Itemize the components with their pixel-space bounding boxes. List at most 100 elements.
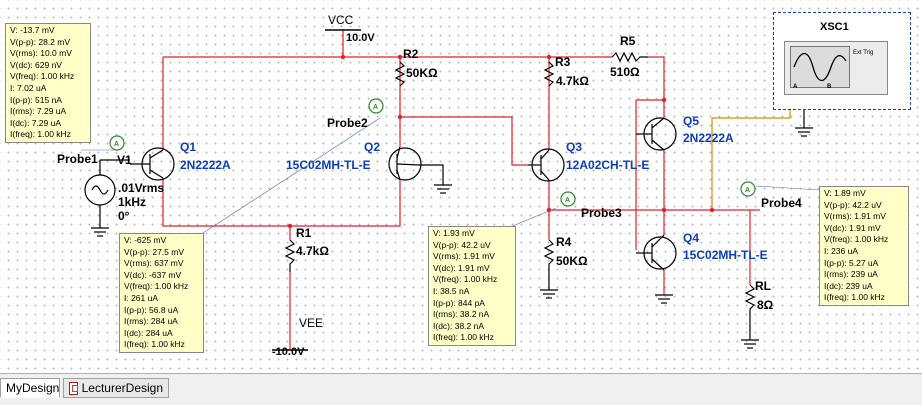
scope-title: XSC1 [820,21,849,33]
readout-line: I(dc): 7.29 uA [10,117,62,128]
readout-line: I(p-p): 844 pA [433,297,485,308]
q3-name: Q3 [566,140,583,154]
readout-line: I: 38.5 nA [433,285,470,296]
scope-body: Ext Trig A B [784,41,888,95]
oscilloscope-xsc1[interactable]: XSC1 Ext Trig A B [773,12,911,110]
probe3-icon [560,191,576,207]
r3-name: R3 [555,55,571,69]
r3-value: 4.7kΩ [556,74,589,88]
readout-line: V(p-p): 27.5 mV [124,246,184,257]
channel-b-label: B [827,84,832,90]
schematic-canvas[interactable]: A A A A VCC 10.0V VEE -10.0V R2 50KΩ R3 … [0,0,922,373]
r2-symbol [394,61,406,87]
channel-a-label: A [793,84,798,90]
r3-symbol [543,61,555,87]
readout-line: I(freq): 1.00 kHz [124,339,185,350]
readout-line: I(freq): 1.00 kHz [10,129,71,140]
readout-line: I(p-p): 515 nA [10,94,62,105]
readout-line: I: 261 uA [124,292,159,303]
readout-line: V(rms): 1.91 mV [824,211,886,222]
svg-text:A: A [565,197,570,204]
q2-model: 15C02MH-TL-E [286,158,371,172]
vee-value: -10.0V [272,346,305,358]
v1-amplitude: .01Vrms [118,181,165,195]
v1-phase: 0° [118,209,130,223]
readout-line: V(rms): 10.0 mV [10,48,72,59]
svg-text:A: A [373,104,378,111]
probe1-label: Probe1 [57,152,98,166]
readout-line: V(p-p): 42.2 uV [824,199,882,210]
v1-frequency: 1kHz [118,195,147,209]
tab-lecturerdesign[interactable]: LecturerDesign [63,378,169,398]
q5-name: Q5 [683,114,700,128]
tab-label: LecturerDesign [81,381,163,395]
readout-line: V(dc): 1.91 mV [824,222,881,233]
svg-text:A: A [114,141,119,148]
readout-line: I(dc): 38.2 nA [433,320,485,331]
readout-line: V: -625 mV [124,235,167,245]
q4-model: 15C02MH-TL-E [683,248,768,262]
readout-line: I(freq): 1.00 kHz [824,292,885,303]
r5-value: 510Ω [610,65,640,79]
readout-line: I(p-p): 5.27 uA [824,257,879,268]
readout-line: I(dc): 239 uA [824,280,873,291]
readout-line: V(rms): 637 mV [124,258,184,269]
probe3-label: Probe3 [581,206,622,220]
svg-text:A: A [745,187,750,194]
readout-line: I(rms): 38.2 nA [433,309,490,320]
r5-name: R5 [620,34,636,48]
readout-line: I(rms): 7.29 uA [10,106,67,117]
q3-model: 12A02CH-TL-E [566,158,650,172]
probe2-icon [368,98,384,114]
readout-line: I: 236 uA [824,245,859,256]
readout-line: I(rms): 239 uA [824,269,878,280]
sine-wave-icon [793,52,847,82]
probe1-readout[interactable]: V: -13.7 mV V(p-p): 28.2 mV V(rms): 10.0… [5,23,91,143]
probe2-label: Probe2 [327,116,368,130]
readout-line: I(rms): 284 uA [124,316,178,327]
probe4-label: Probe4 [761,196,802,210]
tab-mydesign[interactable]: MyDesign [0,378,60,398]
readout-line: V(p-p): 42.2 uV [433,239,491,250]
readout-line: V: 1.93 mV [433,228,475,238]
design-tab-bar: MyDesign LecturerDesign [0,373,922,405]
v1-name: V1 [117,153,132,167]
probe4-icon [740,181,756,197]
ext-trig-label: Ext Trig [853,50,874,56]
q1-name: Q1 [180,140,197,154]
readout-line: V(dc): 629 nV [10,59,62,70]
r2-name: R2 [403,47,419,61]
rl-name: RL [755,279,771,293]
readout-line: I: 7.02 uA [10,82,47,93]
scope-screen [790,46,850,88]
probe1-icon [109,135,125,151]
readout-line: V(freq): 1.00 kHz [10,71,75,82]
wiring-layer: A A A A [81,29,821,351]
probe3-readout[interactable]: V: 1.93 mV V(p-p): 42.2 uV V(rms): 1.91 … [428,226,516,346]
probe4-readout[interactable]: V: 1.89 mV V(p-p): 42.2 uV V(rms): 1.91 … [819,186,909,306]
q1-model: 2N2222A [180,158,231,172]
readout-line: V(dc): -637 mV [124,269,182,280]
readout-line: I(p-p): 56.8 uA [124,304,179,315]
tab-label: MyDesign [6,381,60,395]
readout-line: V: 1.89 mV [824,188,866,198]
readout-line: V(p-p): 28.2 mV [10,36,70,47]
r4-value: 50KΩ [556,254,588,268]
readout-line: V: -13.7 mV [10,25,55,35]
r1-name: R1 [296,226,312,240]
probe2-readout[interactable]: V: -625 mV V(p-p): 27.5 mV V(rms): 637 m… [119,233,204,353]
q2-name: Q2 [364,140,381,154]
q5-model: 2N2222A [683,131,734,145]
readout-line: V(freq): 1.00 kHz [433,274,498,285]
q4-name: Q4 [683,231,700,245]
r4-name: R4 [556,235,572,249]
rl-value: 8Ω [757,298,774,312]
readout-line: I(dc): 284 uA [124,327,173,338]
r1-value: 4.7kΩ [296,244,329,258]
readout-line: I(freq): 1.00 kHz [433,332,494,343]
r2-value: 50KΩ [406,66,438,80]
readout-line: V(freq): 1.00 kHz [824,234,889,245]
vee-name: VEE [299,316,324,330]
schematic-icon [69,381,78,395]
vcc-name: VCC [328,13,354,27]
